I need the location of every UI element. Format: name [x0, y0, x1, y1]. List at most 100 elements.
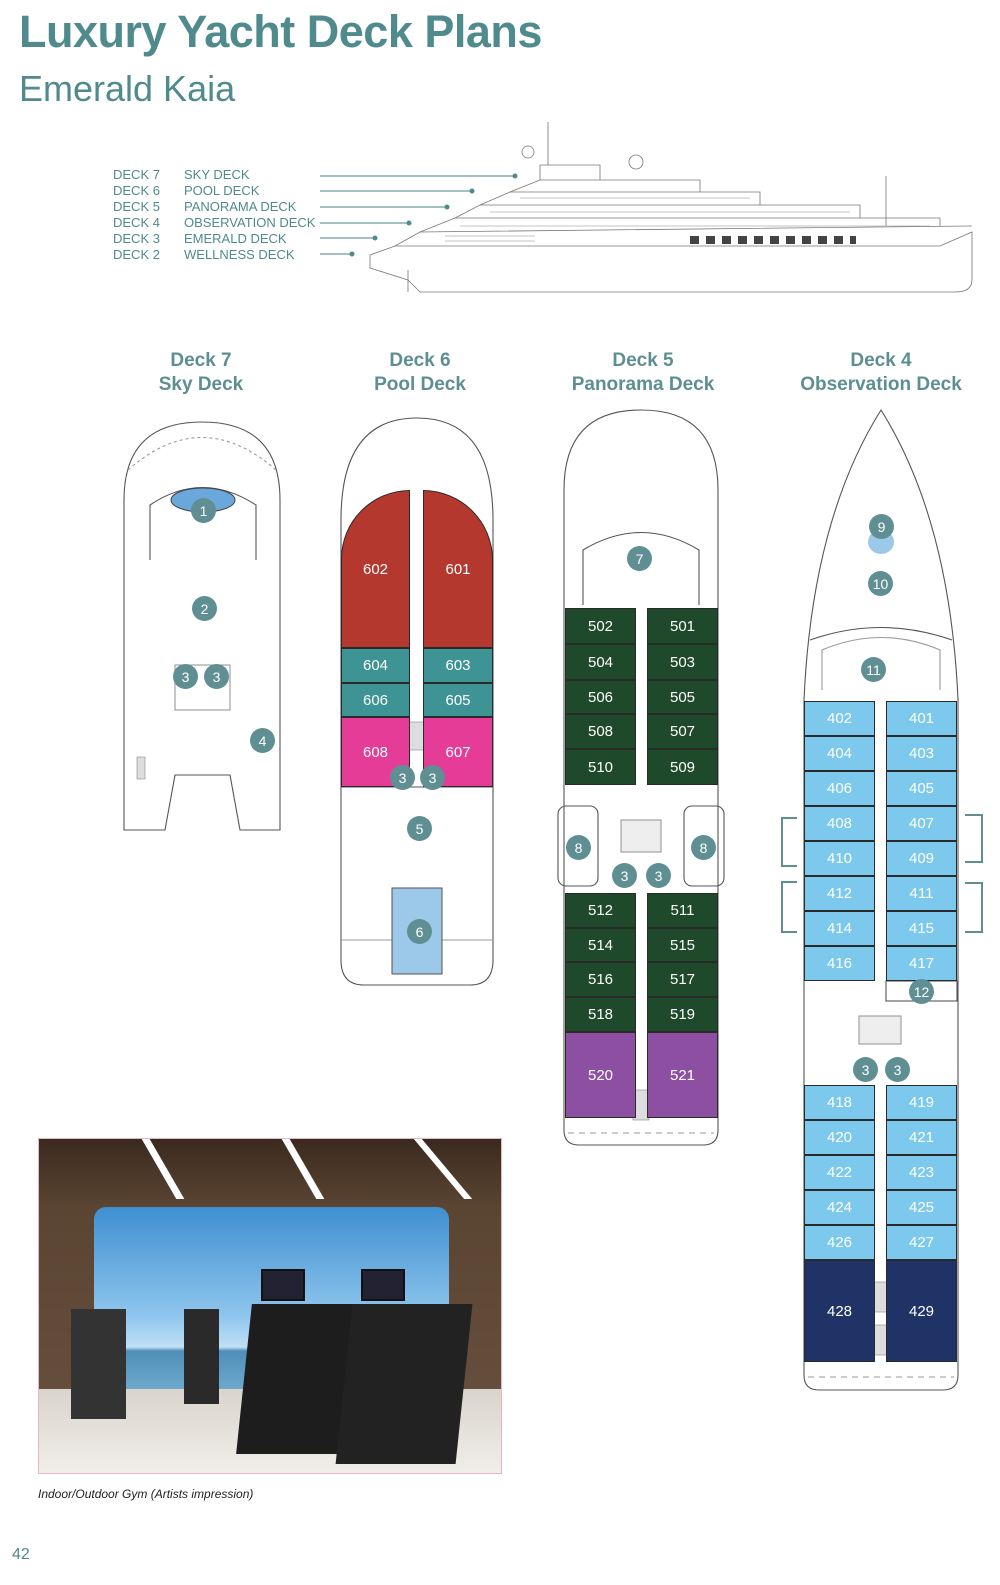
cabin-415[interactable]: 415 — [886, 911, 957, 946]
cabin-407[interactable]: 407 — [886, 806, 957, 841]
cabin-606[interactable]: 606 — [341, 683, 410, 717]
legend-deck-code: DECK 3 — [113, 231, 160, 246]
deck-number: Deck 4 — [850, 350, 912, 371]
cabin-419[interactable]: 419 — [886, 1085, 957, 1120]
cabin-514[interactable]: 514 — [565, 928, 636, 962]
cabin-429[interactable]: 429 — [886, 1260, 957, 1362]
cabin-427[interactable]: 427 — [886, 1225, 957, 1260]
cabin-412[interactable]: 412 — [804, 876, 875, 911]
ceiling-light — [281, 1139, 325, 1199]
cabin-425[interactable]: 425 — [886, 1190, 957, 1225]
cabin-403[interactable]: 403 — [886, 736, 957, 771]
cabin-501[interactable]: 501 — [647, 608, 718, 644]
deck-6-hull — [340, 417, 494, 986]
amenity-marker[interactable]: 1 — [191, 498, 216, 523]
cabin-601[interactable]: 601 — [423, 490, 493, 648]
cabin-506[interactable]: 506 — [565, 680, 636, 714]
amenity-marker[interactable]: 7 — [627, 546, 652, 571]
cabin-504[interactable]: 504 — [565, 644, 636, 680]
legend-deck-name: WELLNESS DECK — [184, 247, 295, 262]
cabin-515[interactable]: 515 — [647, 928, 718, 962]
cabin-510[interactable]: 510 — [565, 749, 636, 785]
deck-number: Deck 7 — [170, 350, 232, 371]
ship-name: Emerald Kaia — [19, 68, 236, 109]
amenity-marker[interactable]: 8 — [566, 835, 591, 860]
amenity-marker[interactable]: 3 — [204, 664, 229, 689]
deck-name: Pool Deck — [374, 374, 466, 395]
cabin-507[interactable]: 507 — [647, 714, 718, 749]
amenity-marker[interactable]: 3 — [612, 863, 637, 888]
cabin-417[interactable]: 417 — [886, 946, 957, 981]
cabin-517[interactable]: 517 — [647, 962, 718, 997]
amenity-marker[interactable]: 3 — [390, 765, 415, 790]
cabin-604[interactable]: 604 — [341, 648, 410, 683]
cabin-605[interactable]: 605 — [423, 683, 493, 717]
cabin-509[interactable]: 509 — [647, 749, 718, 785]
cabin-503[interactable]: 503 — [647, 644, 718, 680]
cabin-410[interactable]: 410 — [804, 841, 875, 876]
cabin-420[interactable]: 420 — [804, 1120, 875, 1155]
amenity-marker[interactable]: 11 — [861, 657, 886, 682]
amenity-marker[interactable]: 5 — [407, 816, 432, 841]
amenity-marker[interactable]: 3 — [646, 863, 671, 888]
legend-deck-code: DECK 5 — [113, 199, 160, 214]
gym-photo — [38, 1138, 502, 1474]
cabin-416[interactable]: 416 — [804, 946, 875, 981]
cabin-603[interactable]: 603 — [423, 648, 493, 683]
cabin-502[interactable]: 502 — [565, 608, 636, 644]
cabin-408[interactable]: 408 — [804, 806, 875, 841]
treadmill-screen — [261, 1269, 305, 1301]
cabin-511[interactable]: 511 — [647, 893, 718, 928]
amenity-marker[interactable]: 3 — [853, 1057, 878, 1082]
cabin-424[interactable]: 424 — [804, 1190, 875, 1225]
legend-deck-name: OBSERVATION DECK — [184, 215, 316, 230]
cabin-426[interactable]: 426 — [804, 1225, 875, 1260]
cabin-421[interactable]: 421 — [886, 1120, 957, 1155]
cabin-418[interactable]: 418 — [804, 1085, 875, 1120]
amenity-marker[interactable]: 4 — [250, 728, 275, 753]
deck-4-hull — [803, 408, 959, 1391]
cabin-422[interactable]: 422 — [804, 1155, 875, 1190]
amenity-marker[interactable]: 8 — [691, 835, 716, 860]
deck-name: Sky Deck — [158, 374, 244, 395]
ship-profile-drawing — [320, 122, 973, 293]
cabin-406[interactable]: 406 — [804, 771, 875, 806]
cabin-405[interactable]: 405 — [886, 771, 957, 806]
page-number: 42 — [12, 1546, 30, 1563]
amenity-marker[interactable]: 10 — [868, 571, 893, 596]
cabin-428[interactable]: 428 — [804, 1260, 875, 1362]
deck-number: Deck 5 — [612, 350, 674, 371]
cabin-411[interactable]: 411 — [886, 876, 957, 911]
cabin-409[interactable]: 409 — [886, 841, 957, 876]
amenity-marker[interactable]: 6 — [407, 919, 432, 944]
amenity-marker[interactable]: 9 — [869, 514, 894, 539]
cabin-402[interactable]: 402 — [804, 701, 875, 736]
amenity-marker[interactable]: 3 — [885, 1057, 910, 1082]
legend-deck-code: DECK 4 — [113, 215, 160, 230]
cabin-520[interactable]: 520 — [565, 1032, 636, 1118]
cabin-505[interactable]: 505 — [647, 680, 718, 714]
exercise-bike — [184, 1309, 219, 1404]
cabin-519[interactable]: 519 — [647, 997, 718, 1032]
cabin-423[interactable]: 423 — [886, 1155, 957, 1190]
treadmill-screen — [361, 1269, 405, 1301]
deck-7-hull — [123, 421, 281, 831]
amenity-marker[interactable]: 3 — [420, 765, 445, 790]
amenity-marker[interactable]: 12 — [909, 979, 934, 1004]
deck-outlines — [123, 408, 983, 1391]
cabin-518[interactable]: 518 — [565, 997, 636, 1032]
cabin-414[interactable]: 414 — [804, 911, 875, 946]
amenity-marker[interactable]: 2 — [192, 596, 217, 621]
amenity-marker[interactable]: 3 — [173, 664, 198, 689]
cabin-401[interactable]: 401 — [886, 701, 957, 736]
cabin-512[interactable]: 512 — [565, 893, 636, 928]
legend-deck-name: PANORAMA DECK — [184, 199, 297, 214]
cabin-508[interactable]: 508 — [565, 714, 636, 749]
cabin-516[interactable]: 516 — [565, 962, 636, 997]
legend-deck-code: DECK 6 — [113, 183, 160, 198]
deck-7-title: Deck 7 Sky Deck — [91, 349, 311, 397]
cabin-521[interactable]: 521 — [647, 1032, 718, 1118]
cabin-404[interactable]: 404 — [804, 736, 875, 771]
